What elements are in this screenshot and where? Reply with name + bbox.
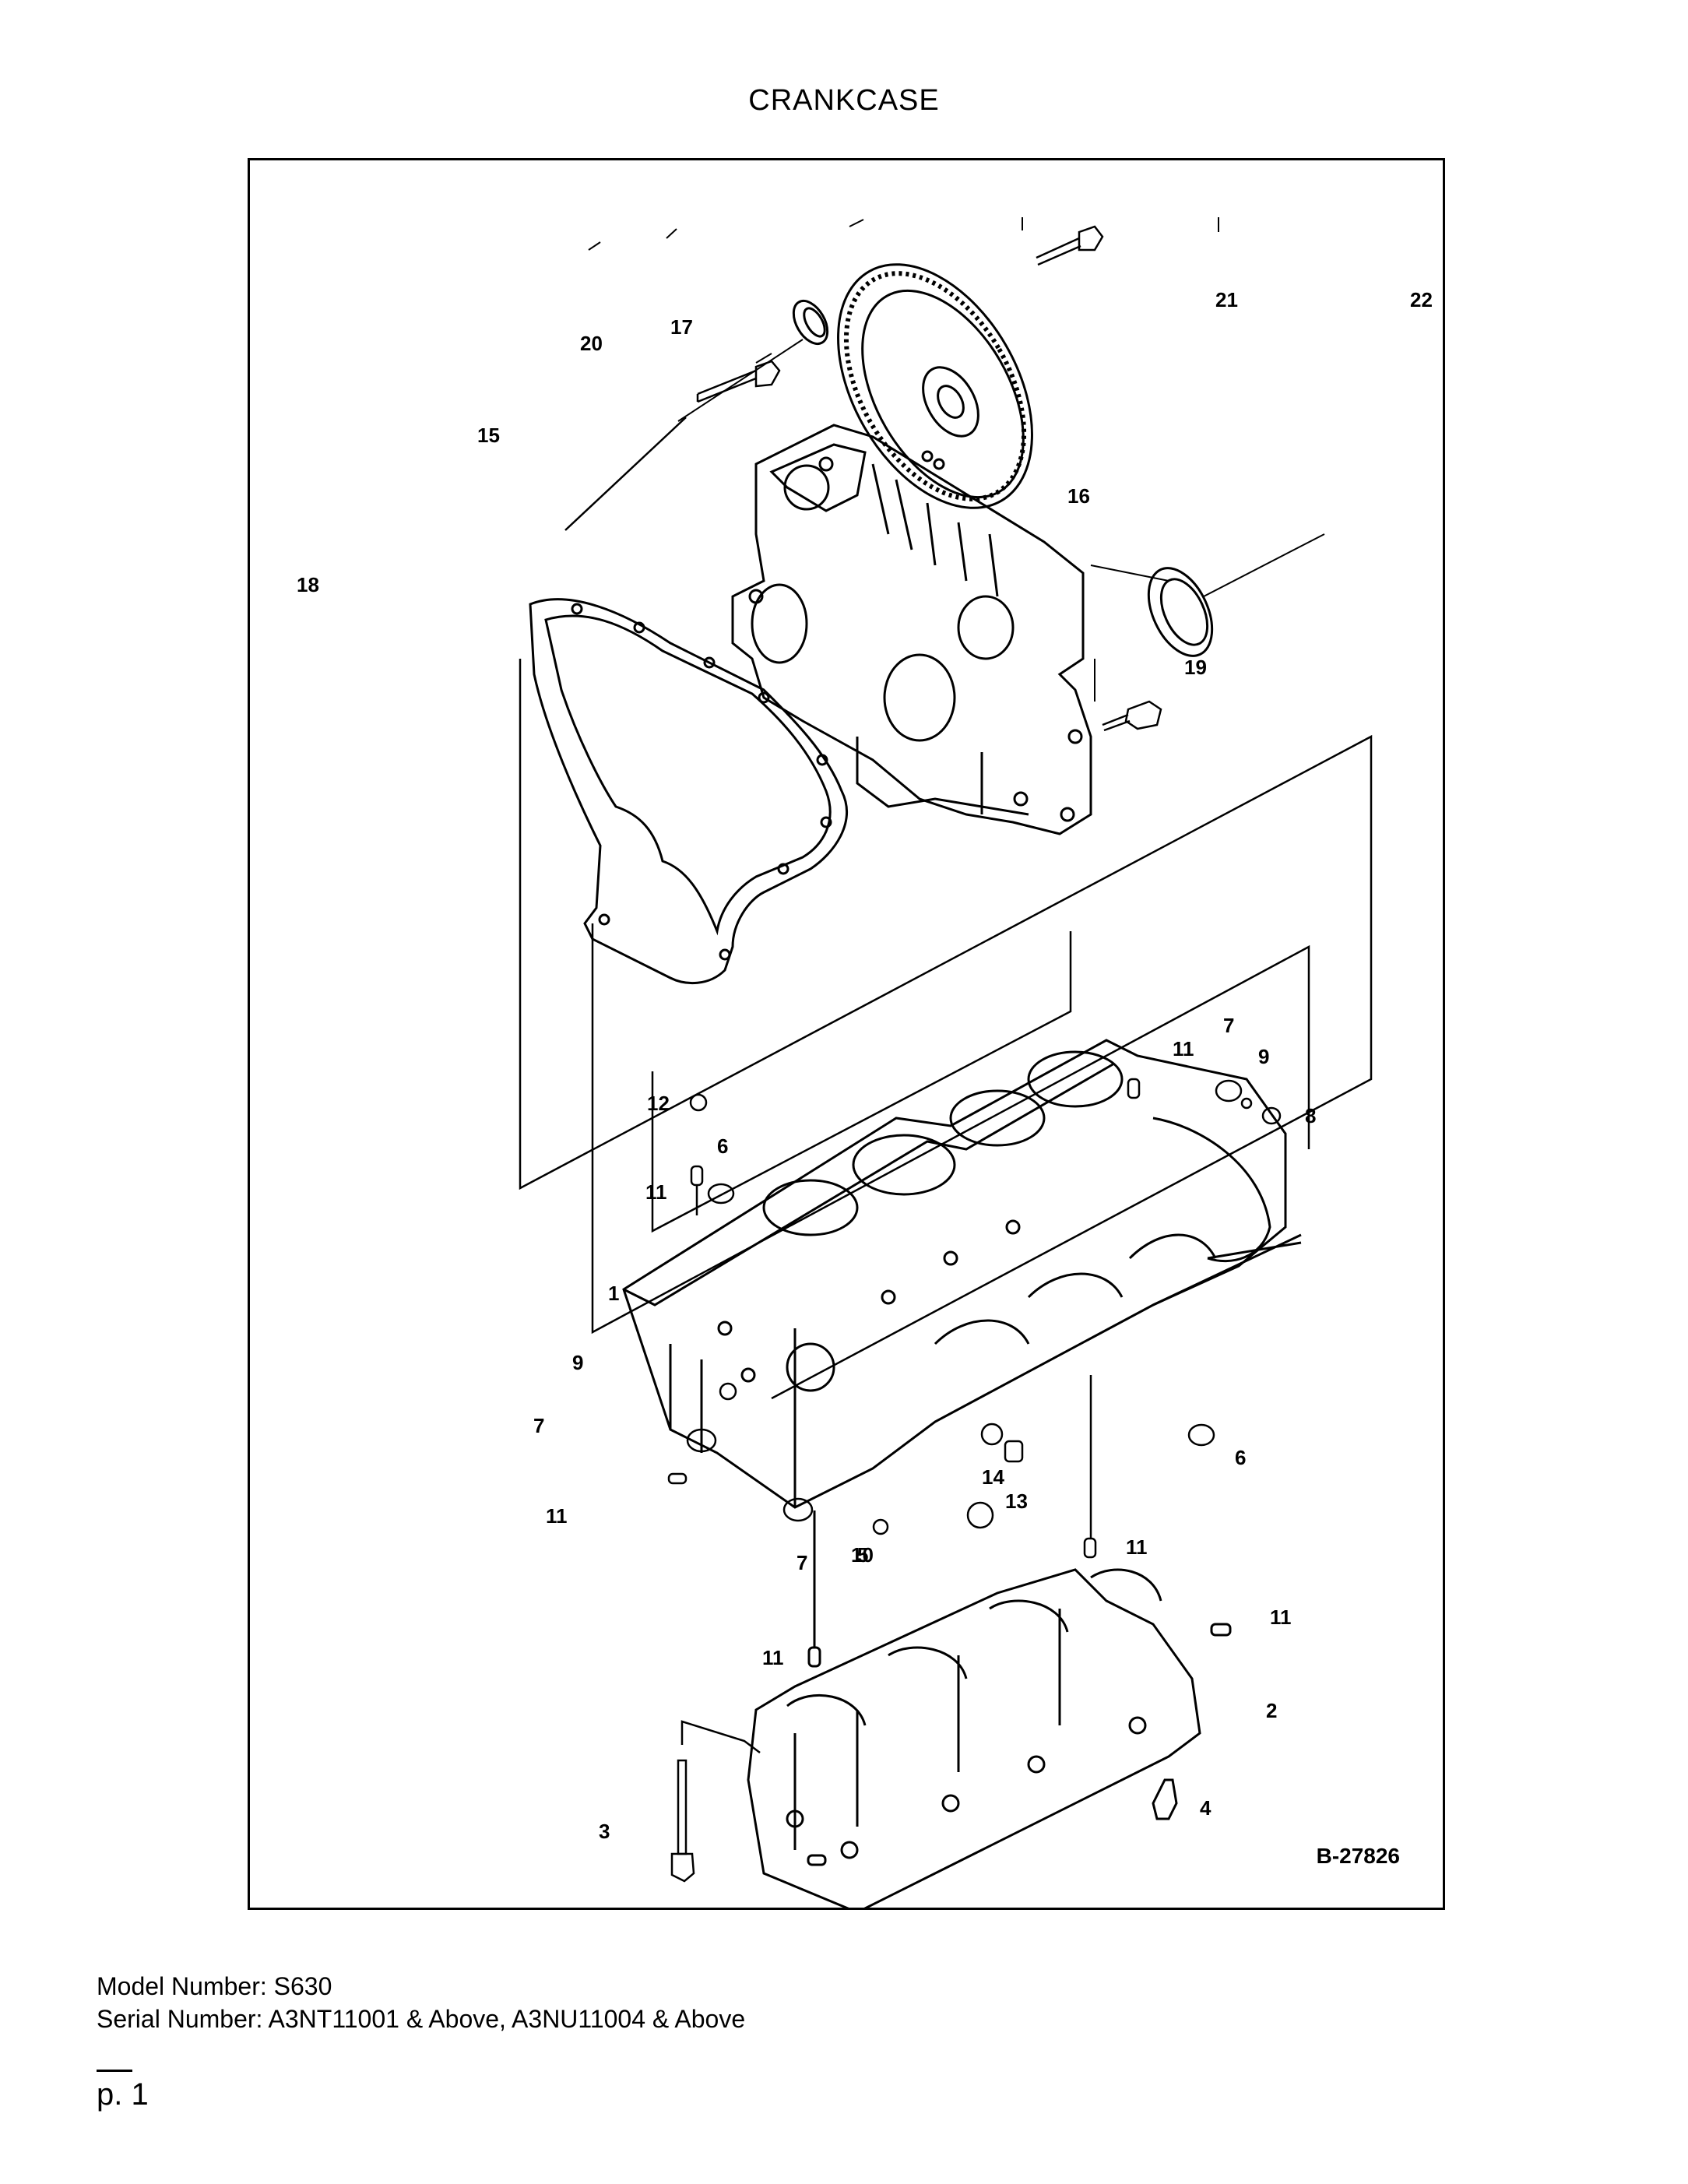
model-number: Model Number: S630 (97, 1972, 332, 2000)
callout-4: 4 (1200, 1796, 1211, 1820)
seal-7-left (686, 1428, 717, 1453)
assembly-outline-outer (519, 659, 1373, 1400)
callout-11-left: 11 (546, 1504, 568, 1528)
page-title: CRANKCASE (748, 84, 940, 117)
figure-id: B-27826 (1316, 1844, 1400, 1868)
dowel-pin-11-lower-left (807, 1646, 821, 1668)
dowel-pin-11-lower-right (1210, 1623, 1232, 1637)
callout-18: 18 (297, 573, 319, 596)
cylinder-block-part-1 (622, 1039, 1302, 1509)
bolt-part-22 (1036, 225, 1104, 266)
callout-11-lower-right: 11 (1270, 1605, 1292, 1629)
dowel-pin-11-center (1083, 1537, 1097, 1559)
page-number-rule (97, 2070, 132, 2072)
callout-22: 22 (1410, 288, 1433, 311)
plug-5 (966, 1501, 994, 1529)
callout-5: 5 (857, 1543, 868, 1567)
callout-6-lower: 6 (1235, 1446, 1246, 1469)
flywheel-part-21 (837, 263, 1033, 509)
callout-11-center: 11 (1126, 1535, 1148, 1559)
callout-2: 2 (1266, 1699, 1277, 1722)
callout-11-bottom: 11 (797, 1904, 819, 1908)
bolt-part-19 (1094, 659, 1162, 732)
callout-3: 3 (599, 1820, 610, 1843)
seal-6-lower (1187, 1423, 1215, 1447)
callout-21: 21 (1215, 288, 1238, 311)
callout-8: 8 (1305, 1104, 1316, 1127)
callout-13: 13 (1005, 1489, 1028, 1513)
callout-6-upper: 6 (717, 1134, 728, 1158)
seal-6-upper (707, 1183, 735, 1205)
callout-12: 12 (647, 1092, 670, 1115)
callout-leaders (588, 217, 1219, 364)
oil-seal-part-17 (677, 300, 829, 422)
callout-14: 14 (982, 1465, 1004, 1489)
oil-seal-part-16 (1090, 533, 1325, 657)
callout-1: 1 (608, 1282, 619, 1305)
callout-10: 10 (851, 1543, 874, 1567)
bolt-part-4 (1152, 1778, 1178, 1820)
lower-crankcase-part-2 (747, 1511, 1232, 1908)
footer-info: Model Number: S630 Serial Number: A3NT11… (97, 1970, 745, 2035)
dowel-pin-11-upper-right (1127, 1078, 1141, 1099)
callout-7-left: 7 (533, 1414, 544, 1437)
gasket-part-18 (529, 598, 848, 985)
plug-14 (980, 1423, 1004, 1446)
plug-13 (1004, 1440, 1024, 1463)
callout-9-upper: 9 (1258, 1045, 1269, 1068)
callout-7-lower: 7 (797, 1551, 807, 1574)
callout-16: 16 (1067, 484, 1090, 508)
assembly-outline-gasket-box (651, 931, 1072, 1233)
plug-12 (689, 1093, 708, 1112)
callout-11-lower-left: 11 (762, 1646, 784, 1669)
callout-11-upper-left: 11 (645, 1180, 667, 1204)
seal-7-upper (1215, 1079, 1243, 1103)
callout-9-lower: 9 (572, 1351, 583, 1374)
callout-15: 15 (477, 424, 500, 447)
dowel-pin-11-upper-left (690, 1165, 704, 1187)
dowel-pin-11-left (667, 1472, 688, 1485)
page-number: p. 1 (97, 2077, 149, 2112)
serial-number: Serial Number: A3NT11001 & Above, A3NU11… (97, 2005, 746, 2033)
callout-17: 17 (670, 315, 693, 339)
plug-9-lower (719, 1382, 737, 1401)
small-block-parts (667, 1078, 1282, 1559)
crankcase-exploded-diagram: 20 17 21 22 15 16 18 19 7 11 9 8 12 6 11… (297, 217, 1433, 1908)
bolt-part-3 (670, 1720, 761, 1883)
callout-11-upper-right: 11 (1173, 1037, 1194, 1060)
plug-9-upper (1240, 1097, 1253, 1110)
front-cover-part-15 (731, 424, 1092, 835)
exploded-diagram-frame: 20 17 21 22 15 16 18 19 7 11 9 8 12 6 11… (248, 158, 1445, 1910)
callout-7-upper: 7 (1223, 1014, 1234, 1037)
seal-8 (1261, 1106, 1282, 1125)
assembly-outline-inner (591, 923, 1310, 1335)
callout-20: 20 (580, 332, 603, 355)
plug-10 (872, 1518, 889, 1535)
seal-7-lower (782, 1497, 814, 1522)
callout-19: 19 (1184, 656, 1207, 679)
dowel-pin-11-bottom (807, 1854, 827, 1866)
bolt-part-20 (564, 360, 781, 531)
